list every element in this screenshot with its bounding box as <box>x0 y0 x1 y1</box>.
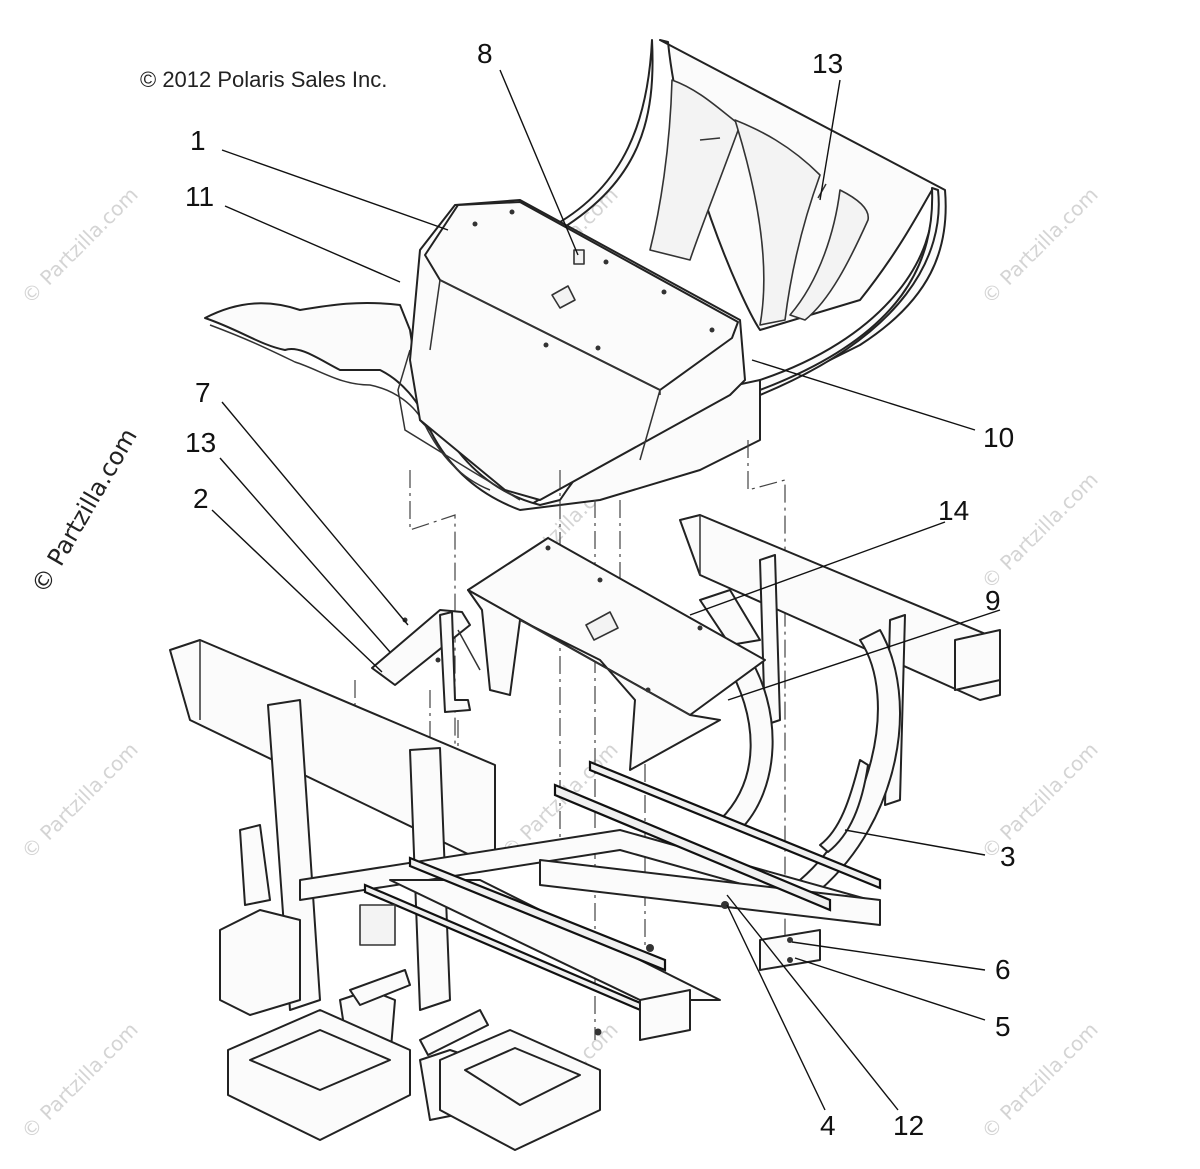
bracket <box>371 609 481 713</box>
callout-1: 1 <box>190 125 206 156</box>
callout-6: 6 <box>995 954 1011 985</box>
callout-2: 2 <box>193 483 209 514</box>
watermark: © Partzilla.com <box>17 182 143 308</box>
callout-11: 11 <box>185 181 214 212</box>
rail-a <box>408 856 667 972</box>
callouts: 1 11 8 13 10 7 13 2 14 9 3 6 5 4 12 <box>185 38 1016 1141</box>
watermark: © Partzilla.com <box>977 467 1103 593</box>
callout-12: 12 <box>893 1110 924 1141</box>
rear-frame <box>679 514 1001 891</box>
watermark: © Partzilla.com <box>17 737 143 863</box>
side-watermark: © Partzilla.com <box>26 424 143 598</box>
callout-7: 7 <box>195 377 211 408</box>
copyright-text: © 2012 Polaris Sales Inc. <box>140 67 387 92</box>
callout-13-left: 13 <box>185 427 216 458</box>
callout-13-top: 13 <box>812 48 843 79</box>
callout-8: 8 <box>477 38 493 69</box>
callout-4: 4 <box>820 1110 836 1141</box>
leader-lines <box>211 69 1001 1111</box>
watermark: © Partzilla.com <box>17 1017 143 1143</box>
callout-5: 5 <box>995 1011 1011 1042</box>
main-frame <box>169 639 882 1151</box>
battery-tray <box>467 537 766 771</box>
callout-9: 9 <box>985 585 1001 616</box>
callout-14: 14 <box>938 495 969 526</box>
callout-10: 10 <box>983 422 1014 453</box>
floor-pan <box>204 39 947 511</box>
callout-3: 3 <box>1000 841 1016 872</box>
watermark: © Partzilla.com <box>977 737 1103 863</box>
watermark: © Partzilla.com <box>977 182 1103 308</box>
wheel-well <box>719 649 869 853</box>
